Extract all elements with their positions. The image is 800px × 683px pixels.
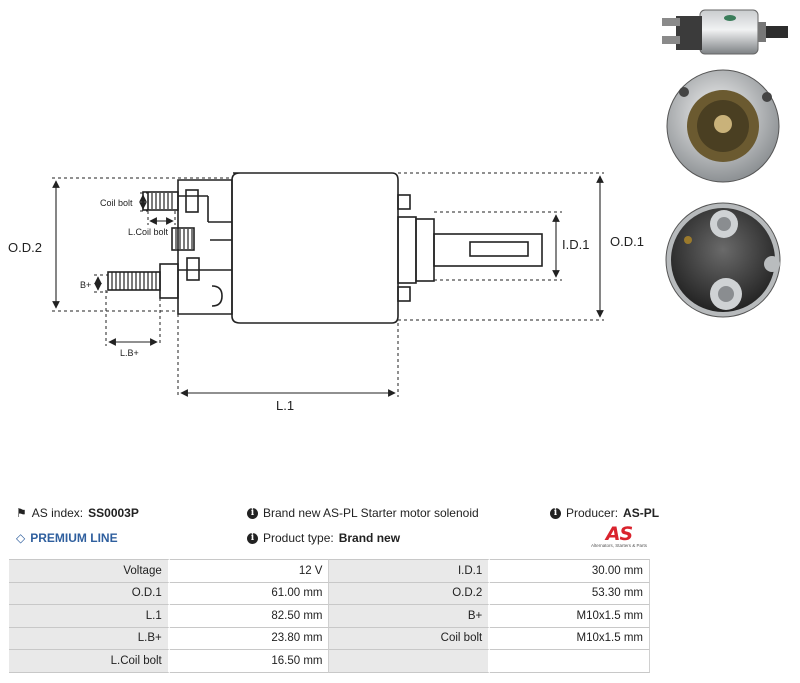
spec-value-cell: 82.50 mm: [169, 605, 330, 628]
description: i Brand new AS-PL Starter motor solenoid: [247, 506, 479, 520]
spec-value-cell: 53.30 mm: [490, 582, 650, 605]
spec-value-cell: M10x1.5 mm: [490, 605, 650, 628]
producer: i Producer: AS-PL: [550, 506, 659, 520]
spec-value-cell: 23.80 mm: [169, 627, 330, 650]
info-icon: i: [247, 532, 258, 544]
spec-key-cell: L.B+: [9, 627, 170, 650]
id1-label: I.D.1: [562, 237, 589, 252]
description-text: Brand new AS-PL Starter motor solenoid: [263, 506, 479, 520]
spec-key-cell: L.1: [9, 605, 170, 628]
product-type: i Product type: Brand new: [247, 531, 400, 545]
spec-key-cell: B+: [329, 605, 491, 628]
dimension-extension-lines: [52, 172, 604, 397]
spec-key-cell: I.D.1: [329, 559, 491, 583]
solenoid-outline: [107, 172, 543, 324]
as-index: ⚑ AS index: SS0003P: [16, 506, 139, 520]
producer-label: Producer:: [566, 506, 619, 520]
bolt-threads: [111, 193, 193, 290]
coil-bolt-label: Coil bolt: [100, 198, 133, 208]
spec-key-cell: Voltage: [9, 559, 170, 583]
l-coil-bolt-label: L.Coil bolt: [128, 227, 169, 237]
l1-label: L.1: [276, 398, 294, 413]
dimension-arrows: [52, 175, 604, 397]
logo-mark: AS: [605, 523, 633, 545]
solenoid-front-photo: [666, 69, 780, 183]
product-type-label: Product type:: [263, 531, 334, 545]
b-plus-label: B+: [80, 280, 91, 290]
spec-value-cell: 61.00 mm: [169, 582, 330, 605]
solenoid-rear-photo: [665, 202, 781, 318]
od1-label: O.D.1: [610, 234, 644, 249]
as-pl-logo: AS Alternators, Starters & Parts: [584, 523, 654, 553]
spec-key-cell: O.D.1: [9, 582, 170, 605]
spec-value-cell: 12 V: [169, 559, 330, 583]
spec-key-cell: O.D.2: [329, 582, 491, 605]
spec-value-cell: [490, 650, 650, 673]
spec-value-cell: 16.50 mm: [169, 650, 330, 673]
premium-line: ◇ PREMIUM LINE: [16, 531, 118, 545]
diamond-icon: ◇: [16, 531, 26, 545]
product-type-value: Brand new: [338, 531, 401, 545]
producer-value: AS-PL: [623, 506, 660, 520]
spec-key-cell: Coil bolt: [329, 627, 491, 650]
as-index-value: SS0003P: [88, 506, 139, 520]
premium-line-label: PREMIUM LINE: [30, 531, 118, 545]
logo-tagline: Alternators, Starters & Parts: [590, 543, 648, 548]
info-icon: i: [550, 507, 561, 519]
od2-label: O.D.2: [8, 240, 42, 255]
spec-key-cell: L.Coil bolt: [9, 650, 170, 673]
spec-value-cell: 30.00 mm: [490, 559, 650, 583]
l-b-plus-label: L.B+: [120, 348, 139, 358]
solenoid-side-photo: [662, 9, 788, 55]
spec-value-cell: M10x1.5 mm: [490, 627, 650, 650]
spec-key-cell: [329, 650, 491, 673]
as-index-label: AS index:: [31, 506, 84, 520]
info-icon: i: [247, 507, 258, 519]
solenoid-technical-drawing: O.D.2 O.D.1 I.D.1 L.1 Coil bolt L.Coil b…: [8, 172, 644, 413]
tags-icon: ⚑: [16, 506, 27, 520]
